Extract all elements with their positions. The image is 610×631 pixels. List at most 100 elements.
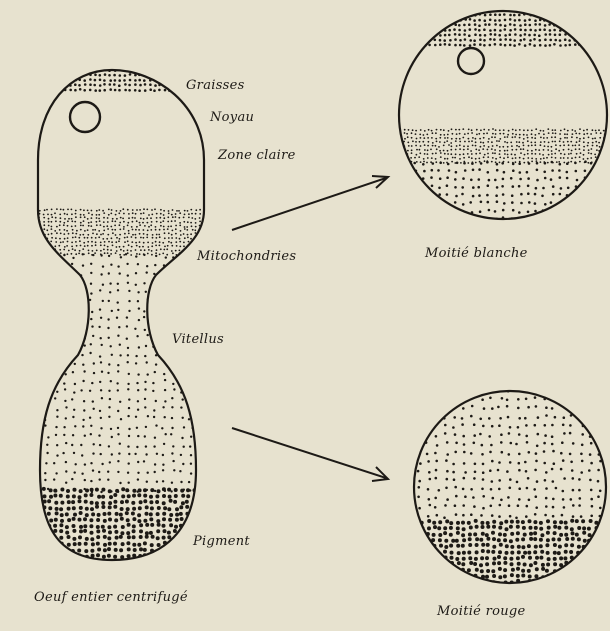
yolk-granule — [534, 210, 537, 213]
pigment-granule — [55, 543, 59, 547]
fat-granule — [599, 23, 602, 26]
pigment-granule — [547, 585, 551, 589]
yolk-granule — [189, 445, 191, 447]
pigment-granule — [438, 533, 442, 537]
pigment-granule — [552, 581, 556, 585]
yolk-granule — [444, 504, 447, 507]
mitochondria-granule — [108, 209, 110, 211]
mitochondria-granule — [591, 148, 593, 150]
pigment-granule — [107, 525, 111, 529]
yolk-granule — [153, 337, 155, 339]
yolk-granule — [592, 219, 595, 222]
yolk-granule — [156, 310, 158, 312]
mitochondria-granule — [27, 237, 29, 239]
mitochondria-granule — [535, 158, 537, 160]
fat-granule — [99, 79, 102, 82]
fat-granule — [474, 33, 477, 36]
mitochondria-granule — [72, 237, 74, 239]
mitochondria-granule — [192, 229, 194, 231]
pigment-granule — [552, 537, 556, 541]
mitochondria-granule — [431, 130, 433, 132]
yolk-granule — [128, 407, 130, 409]
pigment-granule — [24, 535, 28, 539]
mitochondria-granule — [103, 221, 105, 223]
mitochondria-granule — [570, 153, 572, 155]
yolk-granule — [81, 354, 83, 356]
pigment-granule — [35, 495, 39, 499]
yolk-granule — [65, 470, 67, 472]
pigment-granule — [521, 537, 525, 541]
mitochondria-granule — [411, 149, 413, 151]
pigment-granule — [162, 517, 166, 521]
yolk-granule — [20, 462, 22, 464]
yolk-granule — [200, 478, 202, 480]
pigment-granule — [432, 562, 436, 566]
yolk-granule — [54, 355, 56, 357]
pigment-granule — [606, 586, 610, 590]
pigment-granule — [139, 529, 143, 533]
yolk-granule — [127, 388, 129, 390]
fat-granule — [404, 24, 407, 27]
mitochondria-granule — [54, 212, 56, 214]
mitochondria-granule — [84, 216, 86, 218]
mitochondria-granule — [404, 132, 406, 134]
pigment-granule — [499, 543, 503, 547]
yolk-granule — [512, 163, 515, 166]
yolk-granule — [446, 441, 449, 444]
mitochondria-granule — [127, 222, 129, 224]
yolk-granule — [108, 416, 110, 418]
yolk-granule — [397, 202, 400, 205]
pigment-granule — [168, 495, 172, 499]
yolk-granule — [435, 469, 438, 472]
yolk-granule — [190, 380, 192, 382]
mitochondria-granule — [180, 234, 182, 236]
mitochondria-granule — [103, 226, 105, 228]
mitochondria-granule — [43, 224, 45, 226]
pigment-granule — [96, 529, 100, 533]
mitochondria-granule — [579, 161, 581, 163]
yolk-granule — [417, 414, 420, 417]
yolk-granule — [173, 318, 175, 320]
pigment-granule — [103, 512, 107, 516]
pigment-granule — [169, 523, 173, 527]
pigment-granule — [65, 525, 69, 529]
yolk-granule — [435, 435, 438, 438]
pigment-granule — [95, 488, 99, 492]
yolk-granule — [436, 409, 439, 412]
mitochondria-granule — [136, 220, 138, 222]
mitochondria-granule — [156, 237, 158, 239]
yolk-granule — [90, 480, 92, 482]
mitochondria-granule — [43, 214, 45, 216]
pigment-granule — [73, 513, 77, 517]
yolk-granule — [482, 425, 485, 428]
pigment-granule — [162, 494, 166, 498]
fat-granule — [184, 68, 187, 71]
mitochondria-granule — [175, 250, 177, 252]
mitochondria-granule — [527, 137, 529, 139]
pigment-granule — [187, 524, 191, 528]
yolk-granule — [99, 381, 101, 383]
yolk-granule — [461, 186, 464, 189]
fat-granule — [499, 29, 502, 32]
yolk-granule — [73, 409, 75, 411]
pigment-granule — [102, 555, 106, 559]
yolk-granule — [120, 418, 122, 420]
fat-granule — [489, 44, 492, 47]
pigment-granule — [516, 556, 520, 560]
mitochondria-granule — [46, 229, 48, 231]
pigment-granule — [485, 556, 489, 560]
yolk-granule — [516, 481, 519, 484]
yolk-granule — [117, 364, 119, 366]
pigment-granule — [174, 560, 178, 564]
yolk-granule — [552, 185, 555, 188]
fat-granule — [509, 29, 512, 32]
yolk-granule — [551, 468, 554, 471]
fat-granule — [509, 23, 512, 26]
mitochondria-granule — [159, 241, 161, 243]
mitochondria-granule — [136, 226, 138, 228]
yolk-granule — [408, 400, 411, 403]
mitochondria-granule — [31, 230, 33, 232]
yolk-granule — [183, 426, 185, 428]
mitochondria-granule — [123, 226, 125, 228]
mitochondria-granule — [444, 142, 446, 144]
